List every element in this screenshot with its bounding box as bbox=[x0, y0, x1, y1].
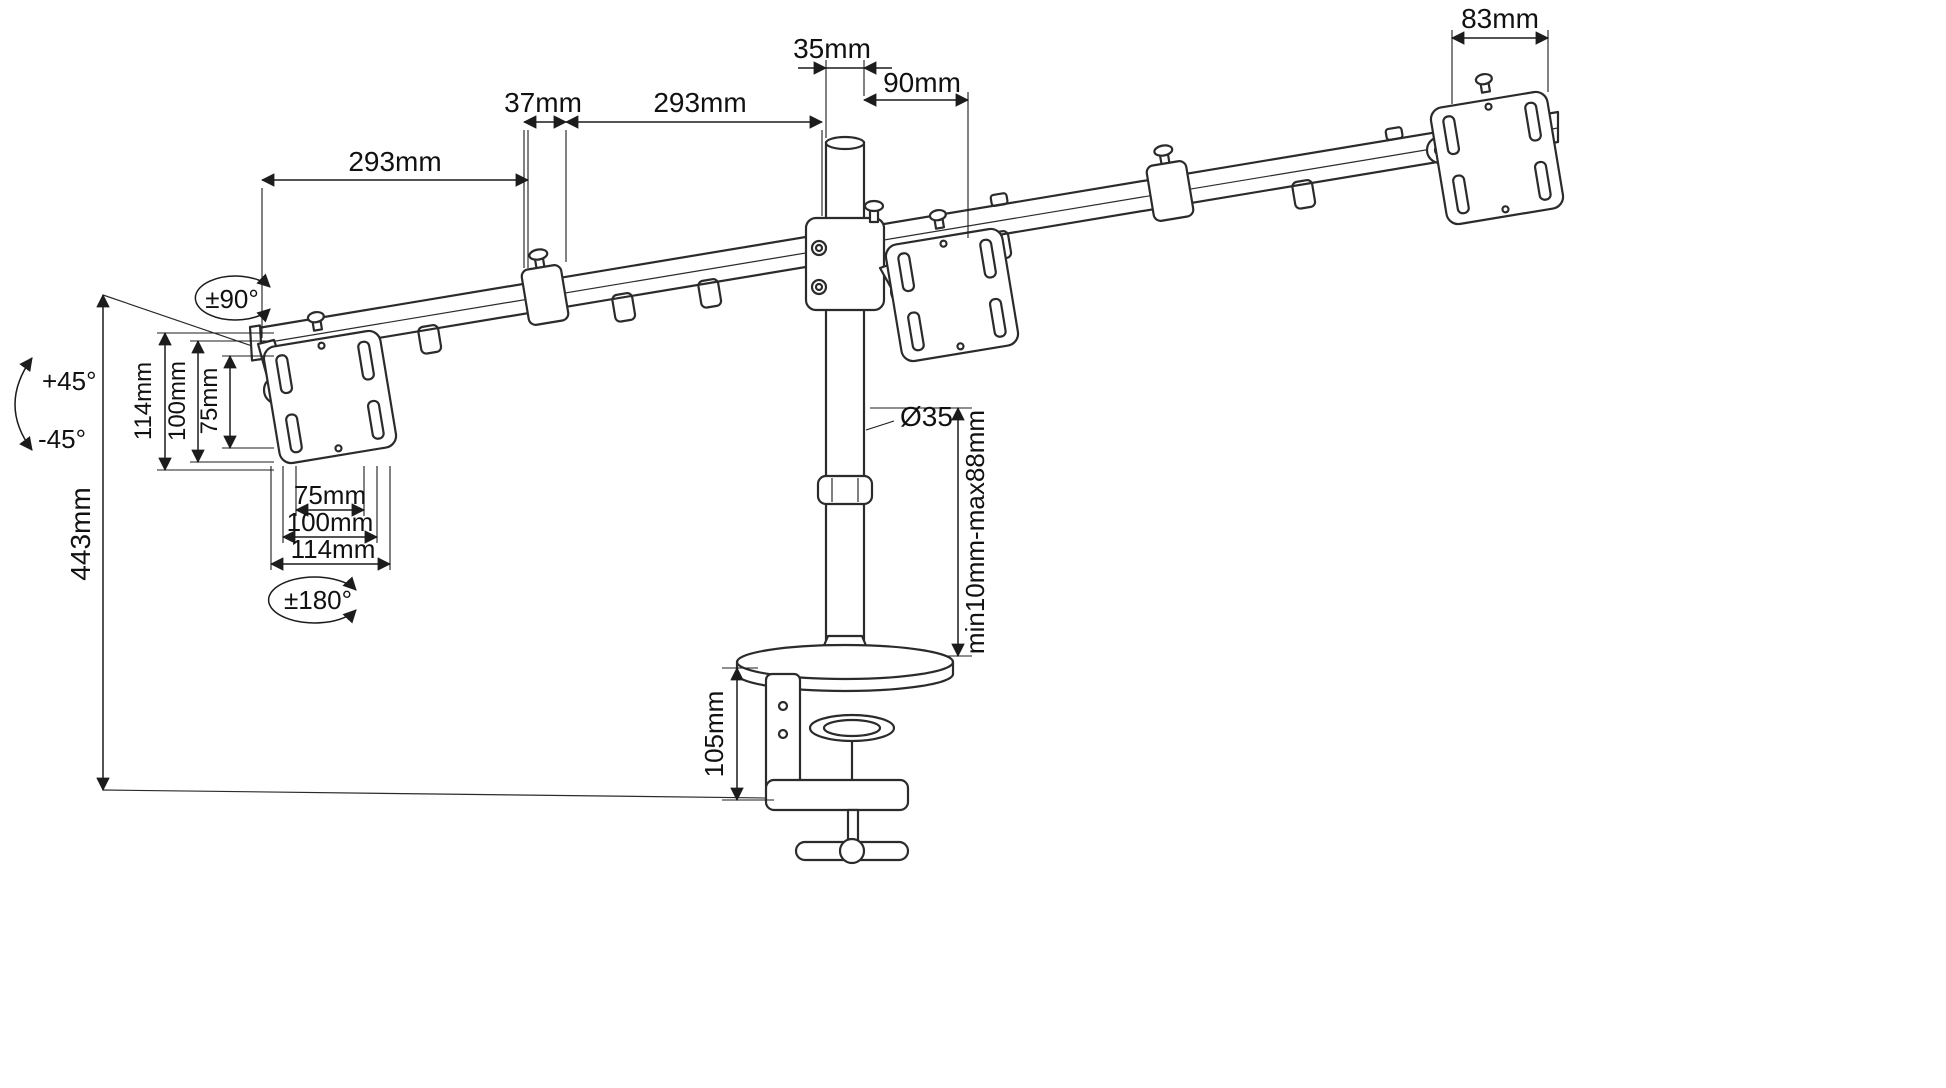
dim-vesa-v75-label: 75mm bbox=[196, 368, 223, 435]
perspective-plane-lines bbox=[102, 294, 769, 799]
dimension-labels: 293mm 37mm 293mm 35mm 90mm 83mm ±90° +45… bbox=[38, 3, 1539, 777]
desk-clamp bbox=[735, 634, 955, 865]
angle-swivel-label: ±90° bbox=[205, 284, 259, 314]
center-pole bbox=[816, 135, 874, 660]
clamp-thumbscrew bbox=[863, 199, 885, 224]
vesa-plate-right bbox=[1429, 90, 1565, 226]
dim-vesa-h114-label: 114mm bbox=[291, 534, 376, 564]
dim-plate-width-label: 83mm bbox=[1461, 3, 1539, 34]
plate-thumbscrew-center bbox=[928, 208, 947, 230]
plate-thumbscrew-left bbox=[306, 310, 325, 332]
angle-rotate-label: ±180° bbox=[284, 585, 352, 615]
dim-arm-right-label: 293mm bbox=[653, 87, 746, 118]
pole-adjust-ring bbox=[816, 474, 874, 506]
pole-bar-clamp bbox=[804, 199, 886, 312]
vesa-plate-center bbox=[884, 227, 1020, 363]
dim-clamp-height-label: 105mm bbox=[699, 691, 729, 778]
angle-tilt-down-label: -45° bbox=[38, 424, 86, 454]
rotate-arc bbox=[267, 576, 357, 624]
bar-collar-right bbox=[1145, 144, 1195, 222]
clamp-pad bbox=[808, 713, 896, 743]
swivel-arc bbox=[194, 273, 271, 323]
bar-collar-left bbox=[520, 248, 570, 326]
dim-pole-top-label: 35mm bbox=[793, 33, 871, 64]
dim-vesa-v114-label: 114mm bbox=[130, 362, 157, 440]
vesa-plate-left bbox=[262, 329, 398, 465]
clamp-bottom-arm bbox=[764, 778, 910, 812]
dim-height-total-label: 443mm bbox=[65, 487, 96, 580]
dim-vesa-h75-label: 75mm bbox=[294, 480, 366, 510]
clamp-bracket bbox=[764, 672, 802, 794]
angle-tilt-up-label: +45° bbox=[42, 366, 97, 396]
dim-pole-diameter-label: Ø35 bbox=[900, 401, 953, 432]
dim-vesa-v100-label: 100mm bbox=[164, 361, 191, 441]
dimension-lines bbox=[14, 30, 1550, 802]
dim-vesa-h100-label: 100mm bbox=[287, 507, 374, 537]
plate-thumbscrew-right bbox=[1474, 72, 1493, 94]
dim-clamp-range-label: min10mm-max88mm bbox=[960, 410, 990, 654]
dim-collar-label: 37mm bbox=[504, 87, 582, 118]
dim-arm-left-label: 293mm bbox=[348, 146, 441, 177]
dim-pole-offset-label: 90mm bbox=[883, 67, 961, 98]
tilt-arc bbox=[14, 357, 33, 451]
